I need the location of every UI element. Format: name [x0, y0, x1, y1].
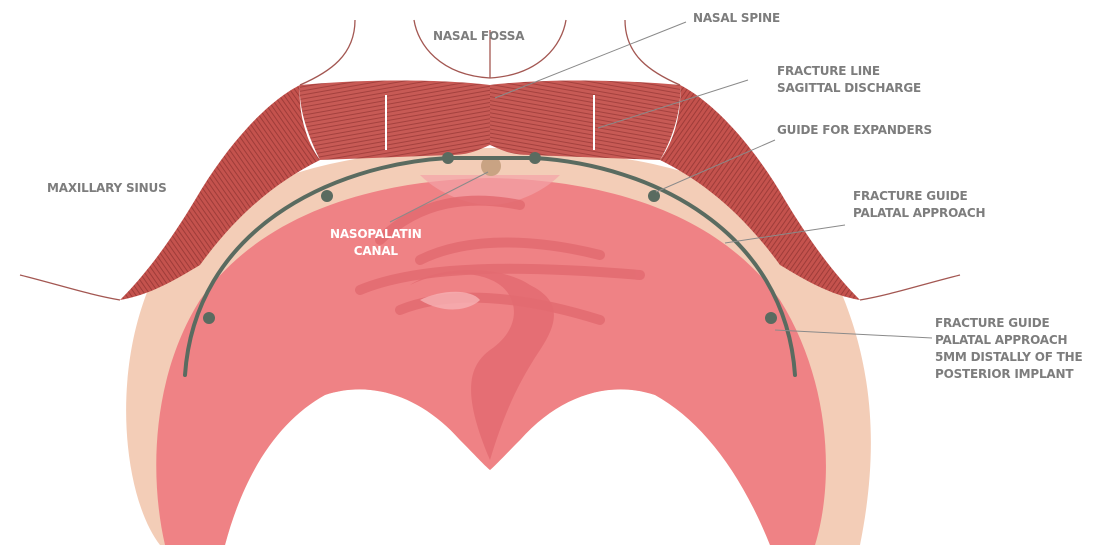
label-nasal-fossa: NASAL FOSSA [433, 28, 524, 45]
label-nasopalatin-canal: NASOPALATIN CANAL [330, 226, 422, 260]
guide-point [203, 312, 215, 324]
label-maxillary-sinus: MAXILLARY SINUS [47, 180, 167, 197]
guide-point [321, 190, 333, 202]
muscle-left [300, 80, 490, 160]
guide-point [442, 152, 454, 164]
label-fracture-guide-palatal: FRACTURE GUIDE PALATAL APPROACH [853, 188, 985, 222]
label-fracture-guide-distal: FRACTURE GUIDE PALATAL APPROACH 5MM DIST… [935, 315, 1083, 383]
guide-point [648, 190, 660, 202]
label-guide-expanders: GUIDE FOR EXPANDERS [777, 122, 932, 139]
muscle-right [490, 80, 680, 160]
label-nasal-spine: NASAL SPINE [693, 10, 780, 27]
label-fracture-line: FRACTURE LINE SAGITTAL DISCHARGE [777, 63, 921, 97]
guide-point [529, 152, 541, 164]
guide-point [765, 312, 777, 324]
